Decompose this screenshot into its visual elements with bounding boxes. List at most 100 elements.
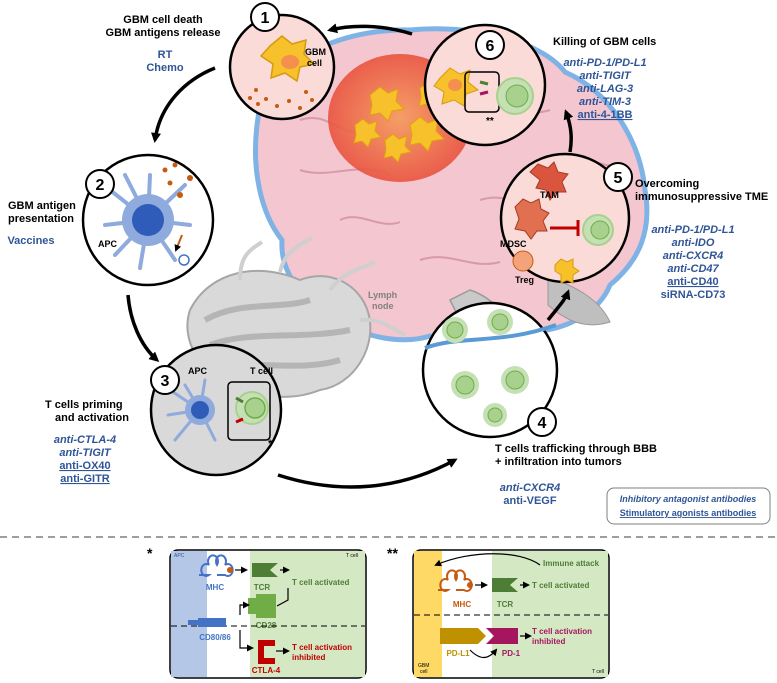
panel-a-costimulation: * APC T cell MHC TCR T cell activated CD… xyxy=(147,545,367,679)
apc-nucleus-icon xyxy=(132,204,164,236)
step-5-circle xyxy=(499,152,631,284)
step-1: GBM cell 1 GBM cell death GBM antigens r… xyxy=(106,2,336,121)
mdsc-icon xyxy=(514,198,550,240)
treg-icon xyxy=(512,250,534,272)
legend-inhibitory: Inhibitory antagonist antibodies xyxy=(620,494,757,504)
step-6-drug-2: anti-TIGIT xyxy=(579,70,632,82)
cycle-arrows xyxy=(126,23,574,489)
legend-stimulatory: Stimulatory agonists antibodies xyxy=(620,508,757,518)
antigen-icon xyxy=(227,567,233,573)
panel-b-gbm-label-1: GBM xyxy=(418,663,429,669)
step-5-drug-3: anti-CXCR4 xyxy=(663,250,724,262)
step-2-title-2: presentation xyxy=(8,213,74,225)
tcr-icon-b xyxy=(492,578,518,592)
panel-a-ctla4-label: CTLA-4 xyxy=(252,666,281,675)
bbb-vessel-icon xyxy=(424,323,557,350)
step-4-badge xyxy=(527,407,557,437)
step-6-badge xyxy=(475,30,505,60)
arrow-5-to-6 xyxy=(563,109,574,153)
step-6-drug-5: anti-4-1BB xyxy=(577,109,632,121)
step-6-marker: ** xyxy=(486,116,494,127)
step-3-drug-4: anti-GITR xyxy=(60,473,110,485)
step-3-number: 3 xyxy=(161,373,170,390)
panel-b-marker: ** xyxy=(387,545,398,561)
step-2: APC 2 GBM antigen presentation Vaccines xyxy=(7,153,215,287)
step-4-drug-2: anti-VEGF xyxy=(503,495,556,507)
antigen-dots-icon xyxy=(248,88,314,110)
step-3: * APC T cell 3 T cells priming and activ… xyxy=(45,343,283,485)
step-3-tcell-label: T cell xyxy=(250,366,273,376)
cd28-icon xyxy=(256,594,276,618)
pd1-icon xyxy=(486,628,518,644)
step-3-drug-3: anti-OX40 xyxy=(59,460,110,472)
panel-b-checkpoint: ** Immune attack MHC TCR T cell activate… xyxy=(387,545,610,679)
step-5-drug-4: anti-CD47 xyxy=(667,263,719,275)
step-3-circle xyxy=(149,343,283,477)
step-5-title-2: immunosuppressive TME xyxy=(635,191,768,203)
step-5-drug-2: anti-IDO xyxy=(672,237,715,249)
tam-icon xyxy=(529,161,569,202)
step-3-drug-2: anti-TIGIT xyxy=(59,447,112,459)
step-5-treg-label: Treg xyxy=(515,275,534,285)
step-1-inner-label-1: GBM xyxy=(305,47,326,57)
lymph-node-label-1: Lymph xyxy=(368,290,397,300)
trafficking-tcells-icon xyxy=(442,309,529,427)
inhibition-bar-icon xyxy=(550,220,580,236)
panel-a-marker: * xyxy=(147,545,153,561)
step-4-drug-1: anti-CXCR4 xyxy=(500,482,561,494)
mhc-icon xyxy=(199,554,234,577)
panel-b-pd1-label: PD-1 xyxy=(502,649,521,658)
step-5: TAM MDSC Treg 5 Overcoming immunosuppres… xyxy=(499,152,768,301)
arrow-4-to-5 xyxy=(546,289,571,322)
panel-b-gbm-zone xyxy=(414,551,442,677)
step-3-title-1: T cells priming xyxy=(45,399,123,411)
step-4: 4 T cells trafficking through BBB + infi… xyxy=(421,301,657,507)
step-4-number: 4 xyxy=(538,415,547,432)
panel-b-gbm-label-2: cell xyxy=(420,669,428,675)
arrow-6-to-1 xyxy=(327,23,413,36)
step-5-gbm-icon xyxy=(554,258,580,284)
arrow-2-to-3 xyxy=(126,294,160,362)
step-5-tam-label: TAM xyxy=(540,190,559,200)
step-5-mdsc-label: MDSC xyxy=(500,239,527,249)
mhc-icon-b xyxy=(438,569,473,592)
step-3-apc-label: APC xyxy=(188,366,208,376)
step-1-title-2: GBM antigens release xyxy=(106,27,221,39)
step-1-badge xyxy=(250,2,280,32)
panel-a-mhc-label: MHC xyxy=(206,583,224,592)
step-2-badge xyxy=(85,169,115,199)
gbm-nucleus-icon xyxy=(281,55,299,69)
panel-b-mhc-label: MHC xyxy=(453,600,471,609)
panel-a-apc-label: APC xyxy=(174,553,185,559)
tcr-icon xyxy=(252,563,278,577)
step-3-drug-1: anti-CTLA-4 xyxy=(54,434,116,446)
arrow-3-to-4 xyxy=(277,458,458,489)
step-5-title-1: Overcoming xyxy=(635,178,699,190)
panel-a-cd80-label: CD80/86 xyxy=(199,633,231,642)
panel-b-tcell-zone xyxy=(492,551,608,677)
panel-b-pdl1-label: PD-L1 xyxy=(446,649,470,658)
lymph-node-label-2: node xyxy=(372,301,394,311)
mhc-complex-icon xyxy=(178,254,190,266)
step-1-inner-label-2: cell xyxy=(307,58,322,68)
step-2-number: 2 xyxy=(96,177,105,194)
panel-b-tcr-label: TCR xyxy=(497,600,514,609)
pdl1-icon xyxy=(440,628,486,644)
step-6-drug-3: anti-LAG-3 xyxy=(577,83,633,95)
step-5-number: 5 xyxy=(614,170,623,187)
step-2-title-1: GBM antigen xyxy=(8,200,76,212)
antigen-icon-b xyxy=(467,582,473,588)
step-6-number: 6 xyxy=(486,38,495,55)
panel-a-activated: T cell activated xyxy=(292,578,349,587)
panel-b-inhibited-2: inhibited xyxy=(532,637,565,646)
step-5-drug-5: anti-CD40 xyxy=(667,276,718,288)
panel-a-tcell-label: T cell xyxy=(346,553,358,559)
step-5-drug-1: anti-PD-1/PD-L1 xyxy=(651,224,734,236)
step-6-title-1: Killing of GBM cells xyxy=(553,36,656,48)
step-6: ** 6 Killing of GBM cells anti-PD-1/PD-L… xyxy=(423,23,656,147)
step-3-marker: * xyxy=(268,438,273,450)
panel-a-inhibited-1: T cell activation xyxy=(292,643,352,652)
panel-b-immune-attack: Immune attack xyxy=(543,559,600,568)
step-4-title-2: + infiltration into tumors xyxy=(495,456,622,468)
step-4-title-1: T cells trafficking through BBB xyxy=(495,443,657,455)
